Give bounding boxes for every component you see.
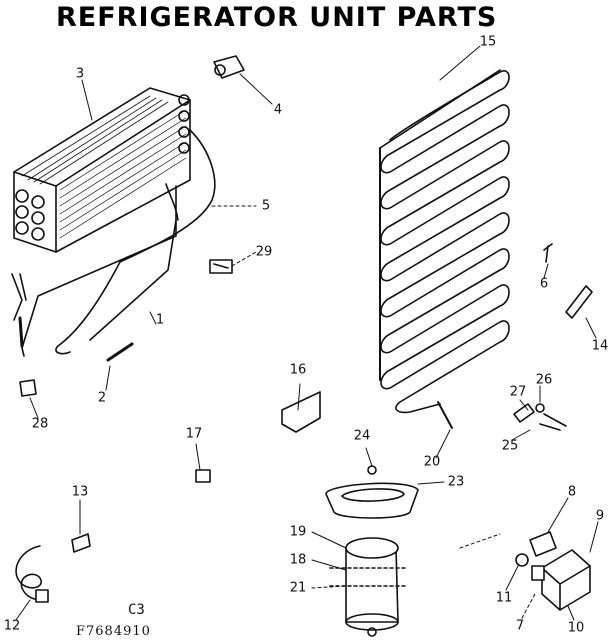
- callout-17: 17: [185, 426, 203, 442]
- drip-tray: [325, 482, 419, 519]
- callout-3: 3: [75, 66, 85, 82]
- condenser-coil: [13, 87, 191, 253]
- part-13-shape: [71, 533, 91, 553]
- callout-10: 10: [567, 620, 585, 636]
- callout-2: 2: [97, 390, 107, 406]
- parts-25-27-shape: [513, 403, 567, 431]
- callout-20: 20: [423, 454, 441, 470]
- callout-7: 7: [515, 618, 525, 634]
- callout-23: 23: [447, 474, 465, 490]
- callout-5: 5: [261, 198, 271, 214]
- callout-14: 14: [591, 338, 608, 354]
- part-24-shape: [367, 465, 377, 475]
- callout-26: 26: [535, 372, 553, 388]
- callout-19: 19: [289, 524, 307, 540]
- callout-8: 8: [567, 484, 577, 500]
- bracket-16: [281, 391, 321, 433]
- callout-25: 25: [501, 438, 519, 454]
- callout-1: 1: [155, 312, 165, 328]
- callout-21: 21: [289, 580, 307, 596]
- relay-assembly: [515, 531, 591, 611]
- leader-lines: [15, 45, 599, 621]
- callout-18: 18: [289, 552, 307, 568]
- section-code: C3: [128, 602, 145, 618]
- power-cord: [15, 545, 49, 603]
- part-6-shape: [543, 243, 553, 263]
- callout-12: 12: [3, 618, 21, 634]
- callout-15: 15: [479, 34, 497, 50]
- callout-13: 13: [71, 484, 89, 500]
- capillary-piece: [106, 342, 134, 362]
- callout-16: 16: [289, 362, 307, 378]
- part-28-shape: [19, 379, 37, 397]
- callout-24: 24: [353, 428, 371, 444]
- callout-4: 4: [273, 102, 283, 118]
- part-4-shape: [213, 55, 245, 79]
- callout-29: 29: [255, 244, 273, 260]
- callout-27: 27: [509, 384, 527, 400]
- tubing: [11, 129, 216, 357]
- part-29-shape: [209, 259, 233, 274]
- callout-9: 9: [595, 508, 605, 524]
- callout-6: 6: [539, 276, 549, 292]
- evaporator-panel: [379, 69, 510, 429]
- part-17-shape: [195, 469, 211, 483]
- callout-11: 11: [495, 590, 513, 606]
- part-14-shape: [565, 285, 593, 319]
- diagram-title: REFRIGERATOR UNIT PARTS: [56, 2, 498, 33]
- compressor: [329, 537, 409, 637]
- model-number: F7684910: [76, 624, 151, 639]
- callout-28: 28: [31, 416, 49, 432]
